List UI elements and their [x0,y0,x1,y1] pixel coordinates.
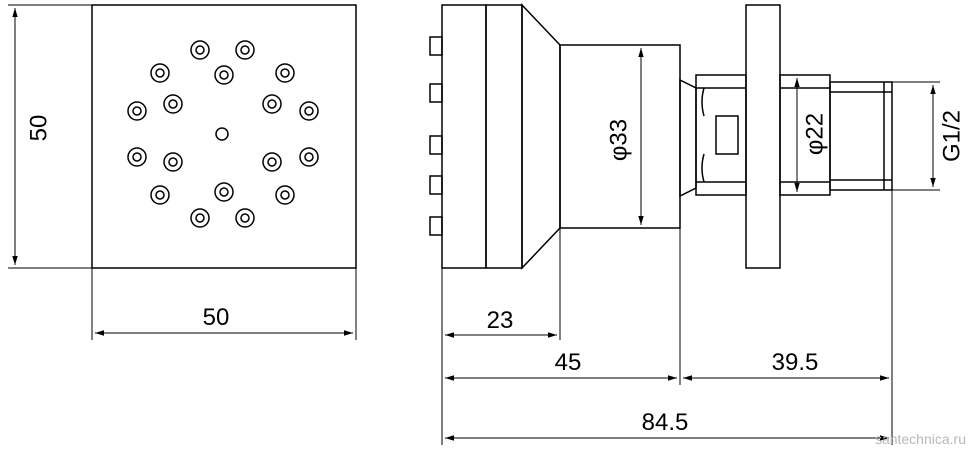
nozzle-hole [155,190,165,200]
head-body [485,4,523,269]
nozzle-hole [219,70,229,80]
center-hole [215,127,229,141]
head-taper [521,3,561,270]
nozzle-hole [267,157,277,167]
nozzle-ring [214,65,234,85]
face-plate-outline [91,4,357,269]
head-plate [441,4,487,269]
nozzle-hole [240,45,250,55]
nozzle-ring [190,40,210,60]
front-width-label: 50 [203,304,230,331]
nozzle-hole [155,68,165,78]
nozzle-hole [195,45,205,55]
nozzle-ring [214,182,234,202]
watermark: santechnica.ru [875,431,966,447]
thread [829,81,893,191]
nozzle-hole [168,99,178,109]
side-extension-lines [441,190,893,445]
nozzle-hole [240,213,250,223]
nozzle-ring [127,101,147,121]
nozzle-hole [280,190,290,200]
nozzle-ring [299,147,319,167]
body-length-label: 45 [555,349,582,376]
nozzle-ring [235,40,255,60]
nozzle-hole [195,213,205,223]
nut-flat [715,115,739,155]
neck-taper [679,78,697,198]
nozzle-ring [150,63,170,83]
front-height-dimension [8,4,92,269]
nozzle-ring [275,63,295,83]
nozzle-ring [163,94,183,114]
nozzle-hole [132,152,142,162]
nozzle-ring [235,208,255,228]
front-width-dimension [91,268,357,340]
nozzle-hole [280,68,290,78]
nozzle-hole [132,106,142,116]
front-view [91,4,357,269]
nozzle-grid [127,40,319,228]
connector-length-label: 39.5 [772,349,819,376]
flange [745,4,781,269]
nozzle-ring [262,152,282,172]
nozzle-hole [267,99,277,109]
nozzle-ring [127,147,147,167]
nozzle-tips [429,36,443,236]
thread-dimension [892,81,940,191]
front-height-label: 50 [25,115,52,142]
head-depth-label: 23 [487,307,514,334]
nozzle-ring [150,185,170,205]
nozzle-ring [262,94,282,114]
nozzle-ring [299,101,319,121]
nozzle-hole [304,152,314,162]
outlet-diameter-label: φ33 [605,119,632,161]
overall-length-label: 84.5 [642,409,689,436]
nut-diameter-label: φ22 [801,113,828,155]
nozzle-ring [163,152,183,172]
thread-label: G1/2 [938,110,965,162]
nozzle-hole [304,106,314,116]
nozzle-hole [219,187,229,197]
side-view [429,3,893,270]
nozzle-ring [190,208,210,228]
nozzle-hole [168,157,178,167]
nozzle-ring [275,185,295,205]
